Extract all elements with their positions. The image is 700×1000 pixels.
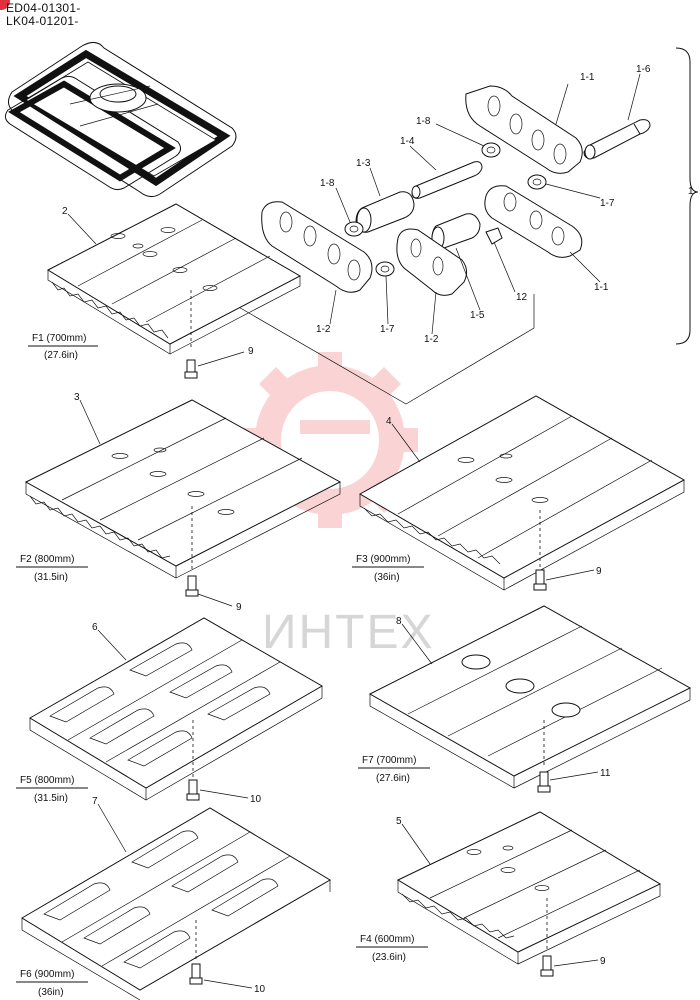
track-shoe-F3 xyxy=(358,395,686,591)
caption-F2: F2 (800mm) xyxy=(20,554,74,565)
callout-1-8-upper: 1-8 xyxy=(416,116,431,127)
track-shoe-F2 xyxy=(24,399,342,597)
callout-8: 8 xyxy=(396,616,402,627)
callout-11: 11 xyxy=(600,768,611,779)
shoe-captions: F1 (700mm) (27.6in) F2 (800mm) (31.5in) … xyxy=(16,333,430,998)
callout-9-F4: 9 xyxy=(600,956,606,967)
callout-10-F6: 10 xyxy=(254,984,266,995)
caption-F7: F7 (700mm) xyxy=(362,755,416,766)
callout-1-8-lower: 1-8 xyxy=(320,178,335,189)
callout-10-F5: 10 xyxy=(250,794,262,805)
caption-F4: F4 (600mm) xyxy=(360,934,414,945)
callout-1-3: 1-3 xyxy=(356,158,371,169)
track-link-assembly xyxy=(191,47,699,405)
callout-12: 12 xyxy=(516,292,528,303)
watermark-text: ИНТЕХ xyxy=(262,606,435,659)
caption-F5: F5 (800mm) xyxy=(20,775,74,786)
callout-1-2-middle: 1-2 xyxy=(424,334,439,345)
callout-1-7-lower: 1-7 xyxy=(380,324,395,335)
callout-1-1-lower: 1-1 xyxy=(594,282,609,293)
callout-1-5: 1-5 xyxy=(470,310,485,321)
track-shoe-F4 xyxy=(396,811,662,977)
crawler-undercarriage-illustration xyxy=(4,42,237,198)
serial-range-line-2: LK04-01201- xyxy=(6,14,79,28)
caption-F4-inch: (23.6in) xyxy=(372,952,406,963)
callout-1-1-upper: 1-1 xyxy=(580,72,595,83)
callout-5: 5 xyxy=(396,816,402,827)
caption-F3: F3 (900mm) xyxy=(356,554,410,565)
caption-F2-inch: (31.5in) xyxy=(34,572,68,583)
caption-F6-inch: (36in) xyxy=(38,987,64,998)
caption-F3-inch: (36in) xyxy=(374,572,400,583)
callout-9-F3: 9 xyxy=(596,566,602,577)
callout-1-6: 1-6 xyxy=(636,64,651,75)
caption-F1-inch: (27.6in) xyxy=(44,350,78,361)
caption-F6: F6 (900mm) xyxy=(20,969,74,980)
group-bracket-label: 1 xyxy=(688,186,694,197)
callout-9-F2: 9 xyxy=(236,602,242,613)
callout-7: 7 xyxy=(92,796,98,807)
callout-1-7-right: 1-7 xyxy=(600,198,615,209)
track-shoe-F6 xyxy=(21,807,331,1000)
page-corner-badge xyxy=(0,0,10,10)
callout-1-4: 1-4 xyxy=(400,136,415,147)
callout-3: 3 xyxy=(74,392,80,403)
callout-labels: 1-1 1-6 1-8 1-4 1-3 1-8 1-7 1-1 12 1-2 1… xyxy=(62,64,694,995)
track-shoe-F5 xyxy=(29,617,323,801)
callout-9-F1: 9 xyxy=(248,346,254,357)
track-shoe-F1 xyxy=(46,203,302,379)
leader-lines xyxy=(67,73,641,989)
caption-F7-inch: (27.6in) xyxy=(376,773,410,784)
serial-range-line-1: ED04-01301- xyxy=(6,1,81,15)
callout-2: 2 xyxy=(62,206,68,217)
callout-6: 6 xyxy=(92,622,98,633)
callout-4: 4 xyxy=(386,416,392,427)
track-shoe-F7 xyxy=(368,605,692,793)
callout-1-2-left: 1-2 xyxy=(316,324,331,335)
caption-F5-inch: (31.5in) xyxy=(34,793,68,804)
caption-F1: F1 (700mm) xyxy=(32,333,86,344)
